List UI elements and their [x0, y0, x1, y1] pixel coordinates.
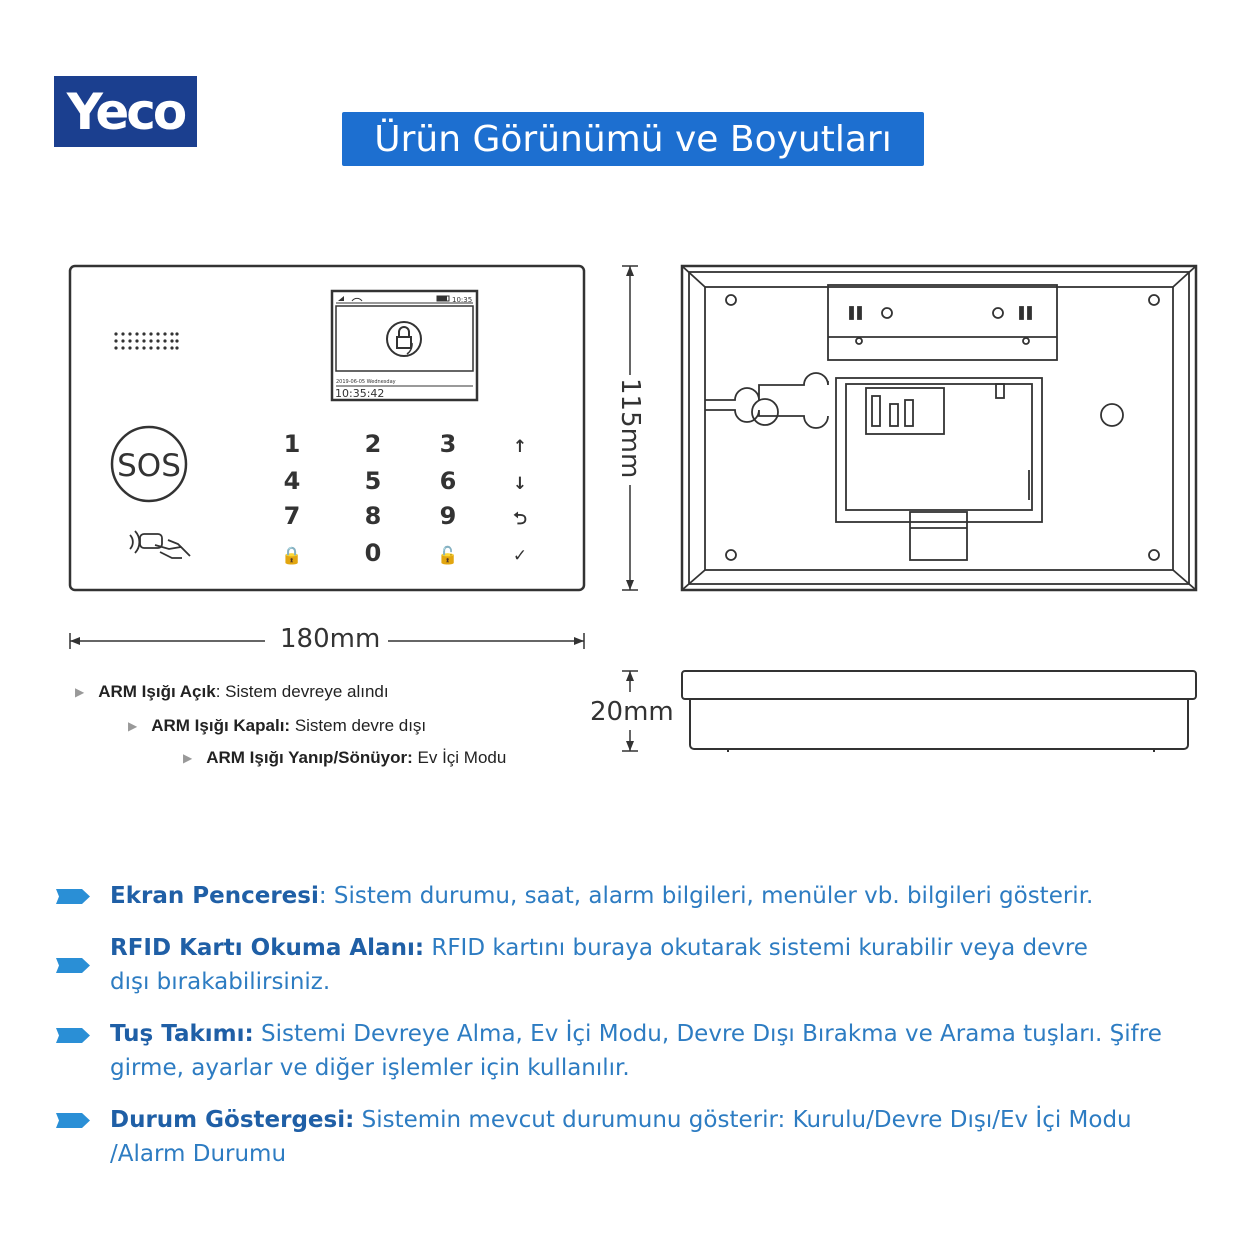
- arrow-bullet-icon: [56, 1028, 90, 1043]
- key-6[interactable]: 6: [440, 467, 457, 495]
- key-1[interactable]: 1: [284, 430, 301, 458]
- back-view: [680, 264, 1198, 592]
- key-9[interactable]: 9: [440, 502, 457, 530]
- arrow-bullet-icon: [56, 958, 90, 973]
- arm-light-on: ▶ARM Işığı Açık: Sistem devreye alındı: [75, 682, 389, 701]
- key-arm[interactable]: 🔒: [281, 546, 302, 566]
- feature-keypad: Tuş Takımı: Sistemi Devreye Alma, Ev İçi…: [110, 1021, 1162, 1081]
- key-2[interactable]: 2: [365, 430, 382, 458]
- screen-status-time: 10:35: [452, 296, 472, 304]
- triangle-bullet-icon: ▶: [75, 685, 85, 699]
- key-5[interactable]: 5: [365, 467, 382, 495]
- key-down[interactable]: ↓: [513, 474, 527, 494]
- sos-label: SOS: [117, 448, 181, 484]
- feature-status: Durum Göstergesi: Sistemin mevcut durumu…: [110, 1107, 1132, 1167]
- product-drawing: 1 2 3 ↑ 4 5 6 ↓ 7 8 9 ⮌ 🔒 0 🔓 ✓: [68, 264, 1198, 752]
- key-4[interactable]: 4: [284, 467, 301, 495]
- key-3[interactable]: 3: [440, 430, 457, 458]
- rfid-icon: [129, 530, 191, 559]
- feature-screen: Ekran Penceresi: Sistem durumu, saat, al…: [110, 883, 1094, 909]
- triangle-bullet-icon: ▶: [183, 751, 193, 765]
- dimension-lines: [69, 265, 638, 752]
- brand-logo: Yeco: [54, 76, 197, 147]
- arm-light-blink: ▶ARM Işığı Yanıp/Sönüyor: Ev İçi Modu: [183, 748, 507, 767]
- width-label: 180mm: [280, 624, 381, 654]
- arm-light-off: ▶ARM Işığı Kapalı: Sistem devre dışı: [128, 716, 427, 735]
- key-8[interactable]: 8: [365, 502, 382, 530]
- screen-date: 2019-06-05 Wednesday: [336, 379, 396, 385]
- key-back[interactable]: ⮌: [513, 509, 527, 529]
- screen-clock: 10:35:42: [335, 387, 384, 400]
- depth-label: 20mm: [590, 697, 674, 727]
- keypad: 1 2 3 ↑ 4 5 6 ↓ 7 8 9 ⮌ 🔒 0 🔓 ✓: [281, 430, 527, 567]
- key-0[interactable]: 0: [365, 539, 382, 567]
- feature-rfid: RFID Kartı Okuma Alanı: RFID kartını bur…: [110, 935, 1088, 995]
- key-disarm[interactable]: 🔓: [437, 545, 458, 566]
- key-up[interactable]: ↑: [513, 437, 527, 457]
- key-7[interactable]: 7: [284, 502, 301, 530]
- speaker-grille-icon: [114, 332, 179, 350]
- arrow-bullet-icon: [56, 1113, 90, 1128]
- arrow-bullet-icon: [56, 889, 90, 904]
- side-view: [681, 670, 1197, 752]
- height-label: 115mm: [615, 378, 645, 478]
- key-confirm[interactable]: ✓: [513, 546, 527, 566]
- front-view: [68, 264, 586, 592]
- screen-window: [330, 289, 479, 402]
- triangle-bullet-icon: ▶: [128, 719, 138, 733]
- sos-button: [110, 425, 188, 503]
- page-title: Ürün Görünümü ve Boyutları: [342, 112, 924, 166]
